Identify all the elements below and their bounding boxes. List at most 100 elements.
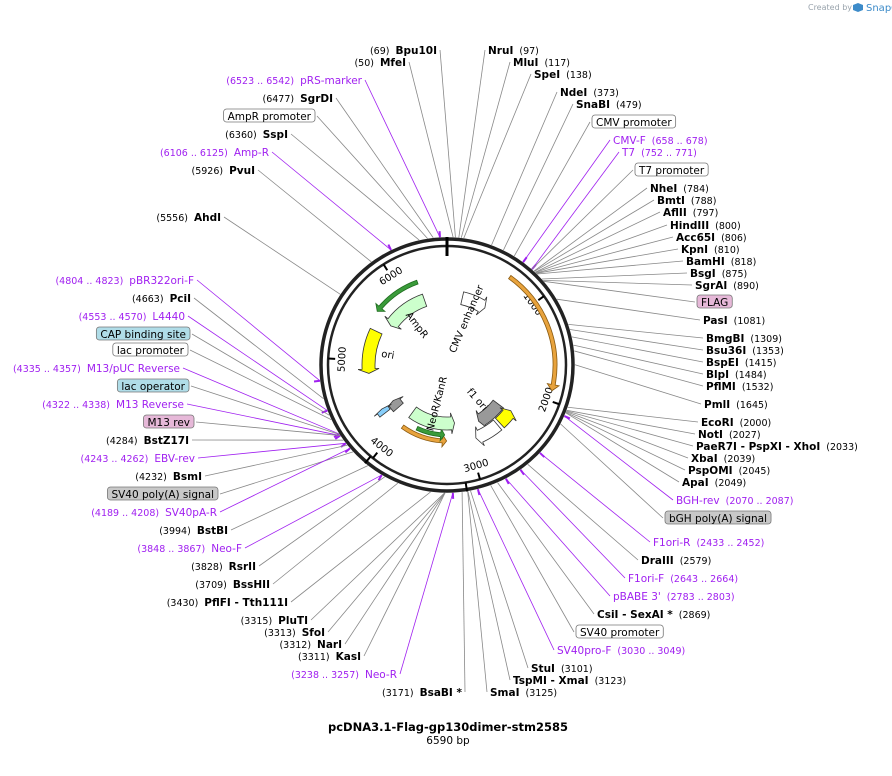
primer-site-sv40pa-r[interactable]: SV40pA-R(4189 .. 4208) (91, 507, 217, 519)
enzyme-site-nrui[interactable]: NruI(97) (488, 45, 539, 57)
feature-callout-flag[interactable]: FLAG (696, 294, 733, 309)
enzyme-site-hindiii[interactable]: HindIII(800) (670, 220, 741, 232)
feature-segment[interactable] (475, 419, 503, 447)
feature-callout-bgh-poly-a-signal[interactable]: bGH poly(A) signal (664, 510, 772, 525)
enzyme-site-kpni[interactable]: KpnI(810) (681, 244, 740, 256)
enzyme-site-sgrdi[interactable]: SgrDI(6477) (263, 93, 333, 105)
enzyme-site-pluti[interactable]: PluTI(3315) (241, 615, 308, 627)
enzyme-site-bstz17i[interactable]: BstZ17I(4284) (106, 435, 189, 447)
leader-line (439, 49, 456, 238)
enzyme-site-mlui[interactable]: MluI(117) (513, 57, 570, 69)
enzyme-site-ecori[interactable]: EcoRI(2000) (701, 417, 771, 429)
feature-neor-kanr[interactable] (408, 406, 455, 434)
primer-site-pbabe-3[interactable]: pBABE 3'(2783 .. 2803) (613, 591, 735, 603)
primer-site-bgh-rev[interactable]: BGH-rev(2070 .. 2087) (676, 495, 793, 507)
enzyme-site-sspi[interactable]: SspI(6360) (225, 129, 288, 141)
enzyme-position: (890) (733, 281, 759, 292)
leader-line (531, 151, 620, 270)
feature-callout-lac-promoter[interactable]: lac promoter (112, 342, 189, 357)
enzyme-site-bsabi[interactable]: BsaBI *(3171) (382, 687, 462, 699)
feature-f1-ori[interactable] (475, 399, 505, 429)
primer-site-pbr322ori-f[interactable]: pBR322ori-F(4804 .. 4823) (55, 275, 194, 287)
enzyme-site-aflii[interactable]: AflII(797) (663, 207, 718, 219)
leader-line (505, 478, 611, 597)
enzyme-site-pflfi-tth111i[interactable]: PflFI - Tth111I(3430) (167, 597, 288, 609)
enzyme-site-csii-sexai[interactable]: CsiI - SexAI *(2869) (597, 609, 710, 621)
enzyme-position: (2000) (740, 418, 772, 429)
enzyme-site-bamhi[interactable]: BamHI(818) (686, 256, 756, 268)
enzyme-site-pflmi[interactable]: PflMI(1532) (706, 381, 773, 393)
enzyme-site-draiii[interactable]: DraIII(2579) (641, 555, 711, 567)
enzyme-site-bsu36i[interactable]: Bsu36I(1353) (706, 345, 784, 357)
primer-site-neo-f[interactable]: Neo-F(3848 .. 3867) (137, 543, 242, 555)
primer-site-m13-reverse[interactable]: M13 Reverse(4322 .. 4338) (42, 399, 184, 411)
enzyme-site-bmti[interactable]: BmtI(788) (657, 195, 716, 207)
enzyme-site-ahdi[interactable]: AhdI(5556) (156, 212, 221, 224)
enzyme-site-mfei[interactable]: MfeI(50) (354, 57, 406, 69)
enzyme-site-pasi[interactable]: PasI(1081) (703, 315, 765, 327)
feature-callout-t7-promoter[interactable]: T7 promoter (634, 162, 709, 177)
enzyme-site-pspomi[interactable]: PspOMI(2045) (688, 465, 770, 477)
enzyme-site-acc65i[interactable]: Acc65I(806) (676, 232, 747, 244)
enzyme-site-bpu10i[interactable]: Bpu10I(69) (370, 45, 437, 57)
enzyme-site-bsshii[interactable]: BssHII(3709) (195, 579, 270, 591)
feature-segment[interactable] (494, 407, 517, 429)
feature-callout-ampr-promoter[interactable]: AmpR promoter (223, 108, 316, 123)
enzyme-site-bstbi[interactable]: BstBI(3994) (159, 525, 228, 537)
feature-segment[interactable] (385, 396, 404, 413)
enzyme-site-pvui[interactable]: PvuI(5926) (191, 165, 255, 177)
primer-site-l4440[interactable]: L4440(4553 .. 4570) (79, 311, 185, 323)
primer-mark (563, 415, 571, 420)
feature-callout-m13-rev[interactable]: M13 rev (143, 414, 195, 429)
primer-site-sv40pro-f[interactable]: SV40pro-F(3030 .. 3049) (557, 645, 685, 657)
feature-callout-cmv-promoter[interactable]: CMV promoter (591, 114, 677, 129)
feature-ori[interactable] (357, 327, 383, 374)
enzyme-site-paer7i-pspxi-xhoi[interactable]: PaeR7I - PspXI - XhoI(2033) (696, 441, 858, 453)
primer-site-cmv-f[interactable]: CMV-F(658 .. 678) (613, 135, 708, 147)
feature-callout-sv40-promoter[interactable]: SV40 promoter (575, 624, 664, 639)
enzyme-site-tspmi-xmai[interactable]: TspMI - XmaI(3123) (513, 675, 626, 687)
feature-ampr[interactable] (384, 293, 428, 330)
enzyme-position: (3311) (298, 652, 330, 663)
enzyme-site-bsmi[interactable]: BsmI(4232) (135, 471, 202, 483)
feature-callout-sv40-poly-a-signal[interactable]: SV40 poly(A) signal (107, 486, 219, 501)
primer-position: (3030 .. 3049) (617, 646, 685, 657)
created-by-text: Created by (808, 3, 852, 12)
feature-segment[interactable] (373, 403, 392, 418)
enzyme-site-rsrii[interactable]: RsrII(3828) (191, 561, 256, 573)
primer-site-ebv-rev[interactable]: EBV-rev(4243 .. 4262) (81, 453, 196, 465)
enzyme-site-bspei[interactable]: BspEI(1415) (706, 357, 776, 369)
primer-site-t7[interactable]: T7(752 .. 771) (621, 147, 697, 159)
enzyme-site-spei[interactable]: SpeI(138) (534, 69, 592, 81)
primer-site-amp-r[interactable]: Amp-R(6106 .. 6125) (160, 147, 269, 159)
enzyme-site-nari[interactable]: NarI(3312) (279, 639, 342, 651)
enzyme-site-sfoi[interactable]: SfoI(3313) (264, 627, 325, 639)
enzyme-site-sgrai[interactable]: SgrAI(890) (695, 280, 759, 292)
enzyme-site-bsgi[interactable]: BsgI(875) (690, 268, 747, 280)
primer-site-prs-marker[interactable]: pRS-marker(6523 .. 6542) (226, 75, 362, 87)
enzyme-site-pcii[interactable]: PciI(4663) (132, 293, 191, 305)
feature-cmv-enhancer[interactable] (460, 291, 488, 316)
enzyme-site-smai[interactable]: SmaI(3125) (490, 687, 557, 699)
enzyme-site-ndei[interactable]: NdeI(373) (560, 87, 619, 99)
primer-site-f1ori-r[interactable]: F1ori-R(2433 .. 2452) (653, 537, 764, 549)
enzyme-site-kasi[interactable]: KasI(3311) (298, 651, 361, 663)
enzyme-site-bmgbi[interactable]: BmgBI(1309) (706, 333, 782, 345)
leader-line (503, 103, 574, 251)
enzyme-site-stui[interactable]: StuI(3101) (531, 663, 593, 675)
enzyme-site-snabi[interactable]: SnaBI(479) (576, 99, 642, 111)
enzyme-site-blpi[interactable]: BlpI(1484) (706, 369, 767, 381)
feature-callout-lac-operator[interactable]: lac operator (116, 378, 190, 393)
feature-callout-cap-binding-site[interactable]: CAP binding site (95, 326, 191, 341)
enzyme-site-noti[interactable]: NotI(2027) (698, 429, 761, 441)
primer-site-m13-puc-reverse[interactable]: M13/pUC Reverse(4335 .. 4357) (13, 363, 180, 375)
leader-line (543, 279, 693, 286)
primer-site-f1ori-f[interactable]: F1ori-F(2643 .. 2664) (628, 573, 738, 585)
leader-line (560, 423, 664, 519)
enzyme-name: BsaBI * (420, 687, 463, 699)
enzyme-site-xbai[interactable]: XbaI(2039) (691, 453, 755, 465)
enzyme-site-nhei[interactable]: NheI(784) (650, 183, 709, 195)
enzyme-site-apai[interactable]: ApaI(2049) (682, 477, 746, 489)
primer-site-neo-r[interactable]: Neo-R(3238 .. 3257) (291, 669, 397, 681)
enzyme-site-pmli[interactable]: PmlI(1645) (704, 399, 768, 411)
